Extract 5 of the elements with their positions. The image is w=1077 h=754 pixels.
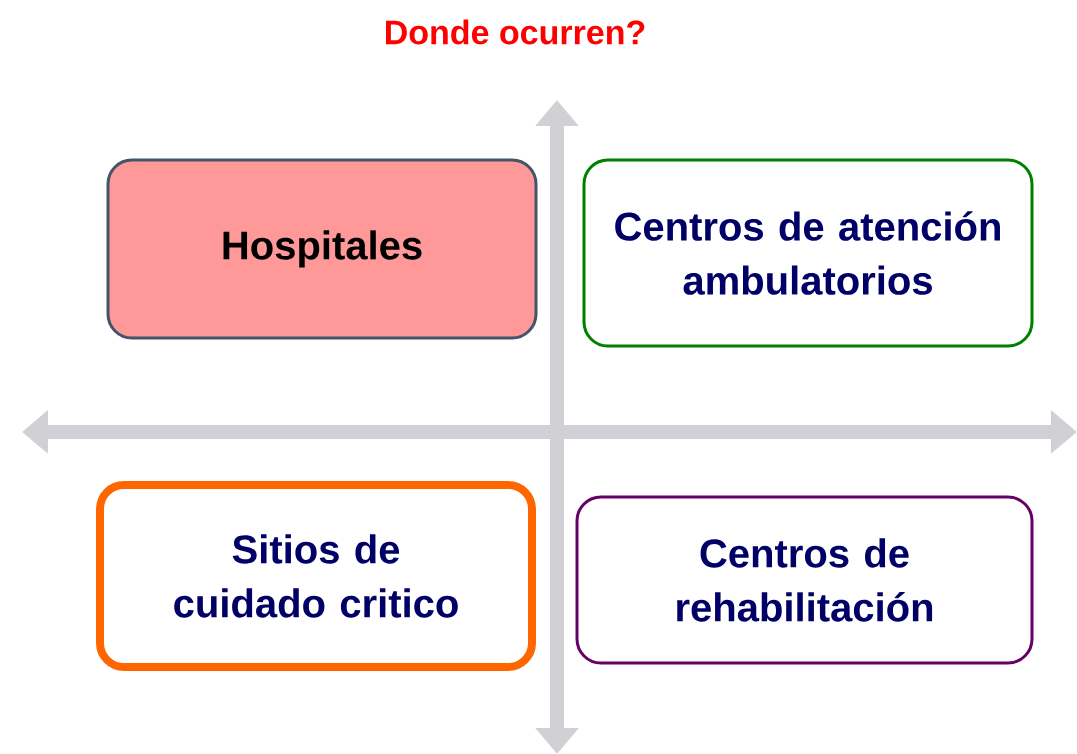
text-box: Centros de rehabilitación xyxy=(575,495,1034,665)
text-box: Hospitales xyxy=(106,158,538,340)
text-box: Centros de atención ambulatorios xyxy=(582,158,1034,348)
title: Donde ocurren? xyxy=(386,19,645,45)
text-box: Sitios de cuidado critico xyxy=(96,481,536,671)
